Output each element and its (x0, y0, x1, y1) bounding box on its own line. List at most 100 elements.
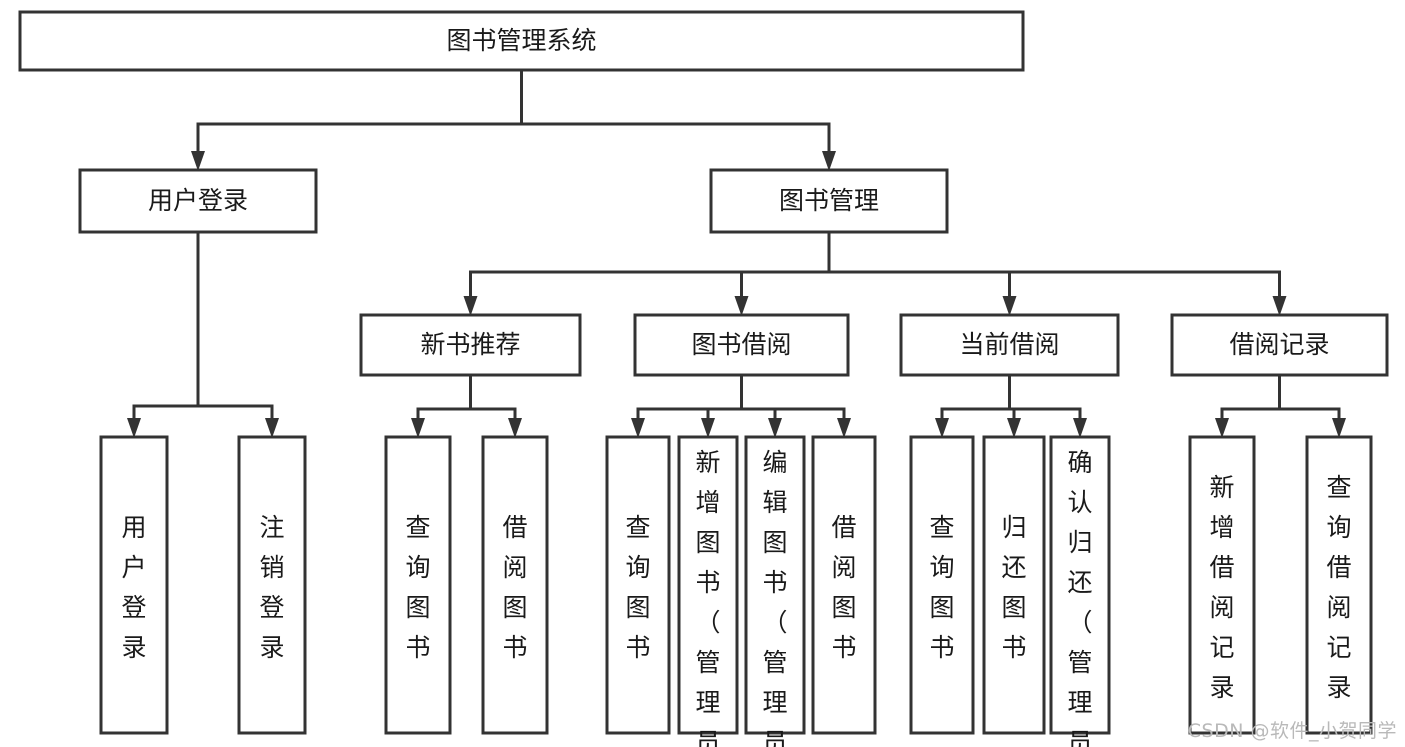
connector-root-to-l2-0 (191, 70, 523, 171)
node-box[interactable] (99, 435, 169, 735)
node-box[interactable] (1049, 435, 1111, 735)
connector-line (1220, 375, 1281, 418)
arrow-head-icon (631, 418, 645, 438)
connector-line (416, 375, 472, 418)
arrow-head-icon (127, 418, 141, 438)
connector-line (469, 375, 517, 418)
node-box[interactable] (18, 10, 1025, 72)
connector-line (706, 375, 743, 418)
node-leaf-2[interactable]: 查询图书 (384, 435, 452, 735)
node-leaf-3[interactable]: 借阅图书 (481, 435, 549, 735)
node-label: 用户登录 (148, 186, 248, 215)
node-box[interactable] (359, 313, 582, 377)
node-leaf-9[interactable]: 归还图书 (982, 435, 1046, 735)
connector-l3-0-to-leaf-3 (469, 375, 522, 438)
node-label: 查询图书 (929, 513, 954, 662)
connector-line (740, 375, 777, 418)
node-label: 图书管理 (779, 186, 879, 215)
node-l3-0[interactable]: 新书推荐 (359, 313, 582, 377)
connector-line (1008, 375, 1082, 418)
arrow-head-icon (1002, 296, 1017, 316)
connector-line (940, 375, 1011, 418)
connector-l3-2-to-leaf-8 (935, 375, 1011, 438)
connector-l2-0-to-leaf-0 (127, 232, 200, 438)
node-box[interactable] (677, 435, 739, 735)
node-label: 新书推荐 (420, 330, 520, 359)
connector-l2-1-to-l3-0 (463, 232, 831, 316)
node-label: 查询图书 (405, 513, 430, 662)
node-box[interactable] (78, 168, 318, 234)
connector-l3-1-to-leaf-7 (740, 375, 851, 438)
arrow-head-icon (935, 418, 949, 438)
node-leaf-12[interactable]: 查询借阅记录 (1305, 435, 1373, 735)
node-box[interactable] (982, 435, 1046, 735)
node-box[interactable] (1170, 313, 1389, 377)
node-label: 当前借阅 (959, 330, 1059, 359)
node-leaf-6[interactable]: 编辑图书（管理员） (744, 435, 806, 747)
nodes-layer: 图书管理系统用户登录图书管理新书推荐图书借阅当前借阅借阅记录用户登录注销登录查询… (18, 10, 1389, 747)
connector-l3-1-to-leaf-5 (701, 375, 743, 438)
arrow-head-icon (701, 418, 715, 438)
node-box[interactable] (1305, 435, 1373, 735)
node-leaf-8[interactable]: 查询图书 (909, 435, 975, 735)
node-box[interactable] (605, 435, 671, 735)
node-box[interactable] (237, 435, 307, 735)
node-box[interactable] (709, 168, 949, 234)
connector-line (827, 232, 1011, 296)
arrow-head-icon (1272, 296, 1287, 316)
node-leaf-4[interactable]: 查询图书 (605, 435, 671, 735)
node-l3-3[interactable]: 借阅记录 (1170, 313, 1389, 377)
connector-l2-0-to-leaf-1 (196, 232, 279, 438)
node-leaf-7[interactable]: 借阅图书 (811, 435, 877, 735)
node-box[interactable] (744, 435, 806, 735)
node-box[interactable] (899, 313, 1120, 377)
arrow-head-icon (191, 151, 205, 171)
node-box[interactable] (1188, 435, 1256, 735)
connector-line (469, 232, 831, 296)
node-leaf-11[interactable]: 新增借阅记录 (1188, 435, 1256, 735)
arrow-head-icon (734, 296, 749, 316)
connector-line (196, 70, 523, 151)
node-label: 查询图书 (625, 513, 650, 662)
connector-l3-2-to-leaf-10 (1008, 375, 1087, 438)
arrow-head-icon (837, 418, 851, 438)
node-label: 图书借阅 (691, 330, 791, 359)
connector-root-to-l2-1 (520, 70, 836, 171)
node-label: 新增图书（管理员） (695, 448, 720, 747)
node-leaf-0[interactable]: 用户登录 (99, 435, 169, 735)
node-box[interactable] (811, 435, 877, 735)
node-box[interactable] (633, 313, 850, 377)
node-root[interactable]: 图书管理系统 (18, 10, 1025, 72)
node-label: 注销登录 (259, 513, 284, 662)
connector-line (1278, 375, 1341, 418)
connector-l2-1-to-l3-1 (734, 232, 831, 316)
arrow-head-icon (411, 418, 425, 438)
node-label: 借阅记录 (1229, 330, 1329, 359)
node-l2-0[interactable]: 用户登录 (78, 168, 318, 234)
connector-l2-1-to-l3-3 (827, 232, 1287, 316)
node-leaf-10[interactable]: 确认归还（管理员） (1049, 435, 1111, 747)
node-l2-1[interactable]: 图书管理 (709, 168, 949, 234)
connector-l3-0-to-leaf-2 (411, 375, 472, 438)
edges-layer (127, 70, 1346, 438)
node-l3-2[interactable]: 当前借阅 (899, 313, 1120, 377)
arrow-head-icon (1215, 418, 1229, 438)
node-label: 用户登录 (121, 513, 146, 662)
node-label: 借阅图书 (831, 513, 856, 662)
connector-line (740, 375, 846, 418)
arrow-head-icon (1007, 418, 1021, 438)
node-l3-1[interactable]: 图书借阅 (633, 313, 850, 377)
arrow-head-icon (1073, 418, 1087, 438)
node-leaf-1[interactable]: 注销登录 (237, 435, 307, 735)
connector-l3-1-to-leaf-4 (631, 375, 743, 438)
node-leaf-5[interactable]: 新增图书（管理员） (677, 435, 739, 747)
node-box[interactable] (909, 435, 975, 735)
connector-l3-1-to-leaf-6 (740, 375, 782, 438)
node-box[interactable] (384, 435, 452, 735)
connector-l2-1-to-l3-2 (827, 232, 1017, 316)
node-label: 编辑图书（管理员） (762, 448, 787, 747)
node-box[interactable] (481, 435, 549, 735)
arrow-head-icon (822, 151, 836, 171)
